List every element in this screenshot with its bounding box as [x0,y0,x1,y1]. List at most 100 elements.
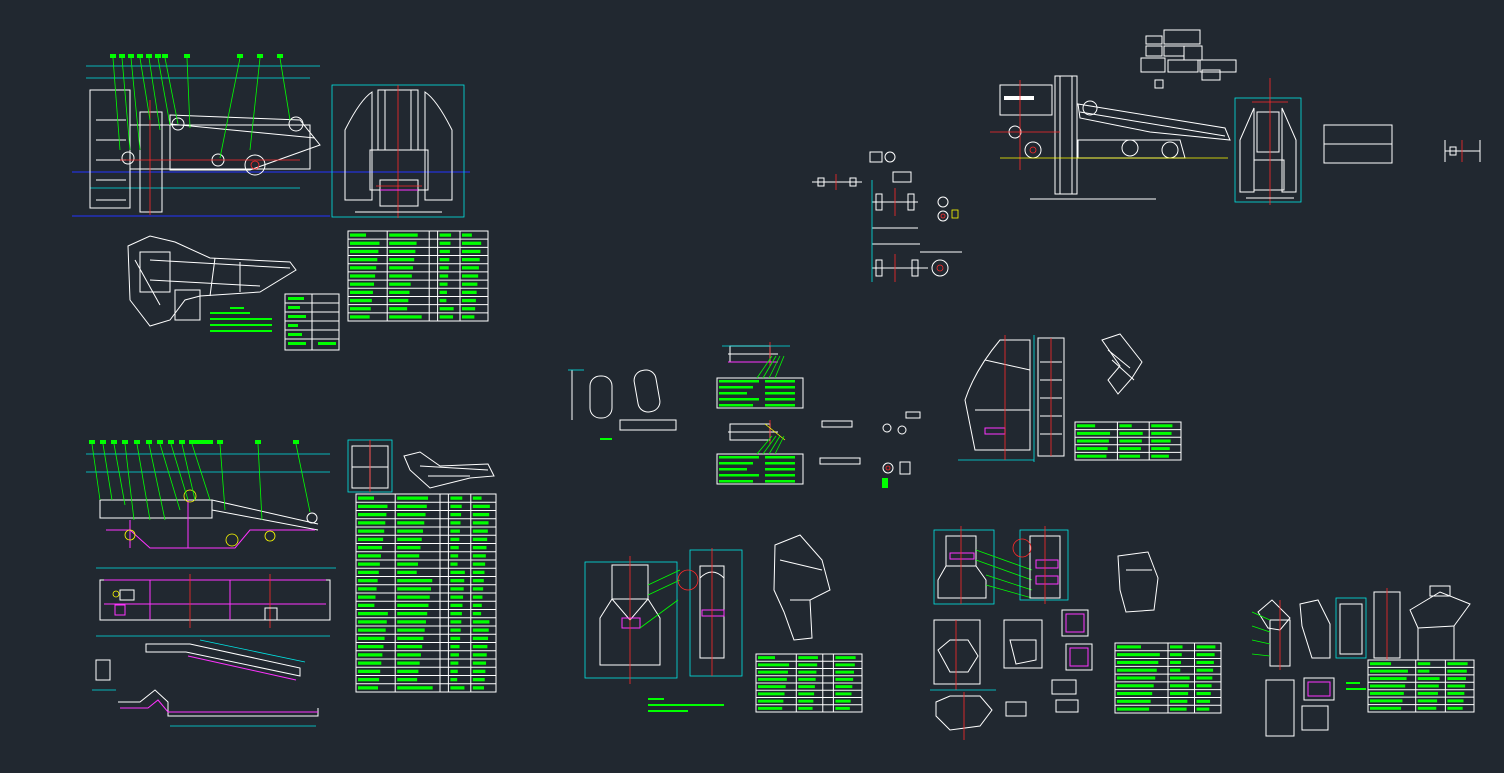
table-cell-text [350,258,378,262]
table-cell-text [450,686,465,690]
table-cell-text [798,692,815,696]
table-cell-text [1196,692,1211,696]
small-bracket-detail-lower [92,659,116,691]
table-cell-text [462,249,481,254]
table-cell-text [798,706,813,710]
table-cell-text [358,578,378,583]
table-cell-text [358,644,384,649]
table-cell-text [1196,653,1215,657]
table-cell-text [472,620,490,624]
table-cell-text [758,670,788,674]
table-cell-text [358,628,386,632]
table-cell-text [397,578,433,583]
table-cell-text [472,562,486,566]
table-cell-text [450,578,465,583]
conveyor-isometric-view [127,235,297,327]
table-cell-text [1170,699,1188,703]
table-cell-text [439,274,449,278]
table-cell-text [472,578,484,583]
table-cell-text [758,692,785,696]
table-cell-text [389,274,412,278]
notes-block-top-left [210,307,272,332]
table-cell-text [835,670,854,674]
table-cell-text [450,587,464,591]
hopper-bom [755,653,863,713]
table-cell-text [472,686,485,690]
distributor-bom [1114,642,1222,714]
table-cell-text [397,504,427,509]
table-cell-text [1417,662,1431,666]
idler-table-text [719,380,759,383]
table-cell-text [358,653,383,657]
idler-roller-detail-upper [722,342,790,366]
table-frame [1074,421,1182,461]
table-cell-text [758,677,787,681]
table-cell-text [450,653,459,657]
table-cell-text [1077,424,1096,428]
table-cell-text [358,587,377,591]
table-cell-text [358,504,388,509]
table-cell-text [397,620,426,624]
chute-bom [1074,421,1182,461]
table-cell-text [450,512,462,517]
idler-leader-line [756,435,773,455]
distributor-detail-views [930,609,1093,740]
table-cell-text [472,661,487,665]
table-cell-text [1447,691,1465,695]
table-cell-text [358,636,385,641]
table-cell-text [358,686,379,690]
table-cell-text [358,570,379,575]
conveyor-plan-lower [96,567,336,637]
table-cell-text [462,298,476,303]
table-cell-text [472,545,487,550]
table-cell-text [450,562,458,566]
table-cell-text [1077,447,1108,451]
ladder-elevation [1037,337,1065,457]
table-cell-text [450,570,465,575]
table-cell-text [389,282,411,286]
table-cell-text [439,298,447,303]
table-cell-text [1117,699,1151,703]
idler-table-text [765,386,795,389]
idler-table-text [719,392,747,395]
table-cell-text [350,233,367,237]
table-cell-text [1151,454,1169,458]
table-cell-text [758,706,783,710]
table-cell-text [350,298,372,303]
table-cell-text [1170,684,1189,688]
distributor-isometric [1117,551,1159,613]
table-cell-text [472,669,486,674]
table-cell-text [1151,431,1172,435]
table-cell-text [397,653,421,657]
conveyor-end-elevation-right [1234,78,1302,205]
cam-plate-detail [568,369,677,440]
idler-table-text [719,404,753,407]
table-cell-text [1170,692,1189,696]
idler-leader-line [768,355,781,379]
table-cell-text [1119,454,1141,458]
table-cell-text [397,554,420,558]
table-cell-text [358,603,375,608]
table-cell-text [358,545,383,550]
table-cell-text [1370,691,1404,695]
small-section-details [819,411,921,488]
idler-table-frame [716,377,804,409]
discharge-bom [1367,659,1475,713]
table-frame [347,230,489,322]
idler-table-text [765,462,795,465]
table-cell-text [462,258,480,262]
table-cell-text [798,656,818,660]
hopper-notes [648,698,724,712]
belt-incline-section [145,639,306,681]
distributor-side-view [1012,526,1069,604]
table-cell-text [1417,699,1438,703]
table-cell-text [1196,645,1216,649]
table-cell-text [439,290,447,294]
table-cell-text [1447,684,1466,688]
table-cell-text [798,685,815,689]
table-cell-text [358,562,380,566]
table-cell-text [1077,439,1109,443]
conveyor-elevation-lower [86,440,330,549]
table-cell-text [1417,691,1438,695]
